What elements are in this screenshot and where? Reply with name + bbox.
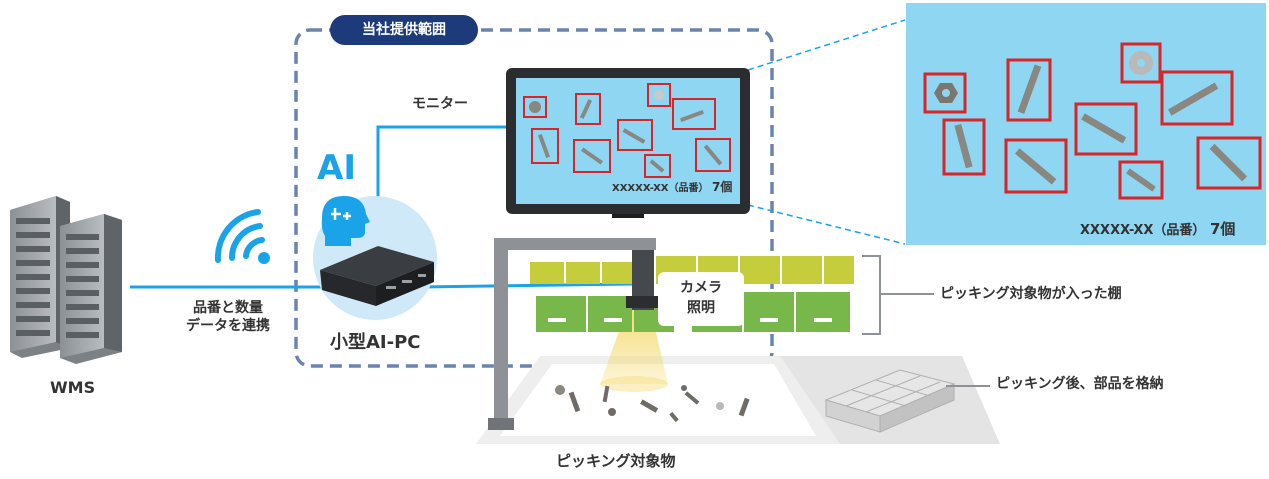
camera-light-label: カメラ 照明 [658,272,744,326]
picking-objects-label: ピッキング対象物 [556,452,676,470]
monitor-caption-count: 7個 [711,180,733,194]
mini-pc-icon [320,246,434,306]
after-picking-label: ピッキング後、部品を格納 [996,376,1164,392]
zoom-caption-count: 7個 [1209,220,1236,238]
data-link-label: 品番と数量 データを連携 [164,300,292,335]
data-link-label-line2: データを連携 [186,317,270,334]
camera-label: カメラ [680,280,722,296]
wifi-signal-icon [214,209,270,264]
zoom-caption-code: XXXXX-XX（品番） [1080,223,1206,238]
shelf-label: ピッキング対象物が入った棚 [940,286,1122,302]
monitor-caption: XXXXX-XX（品番） 7個 [612,180,732,196]
nut-icon [555,385,565,395]
screw-icon [568,385,750,423]
ai-label: AI [317,148,356,188]
data-link-label-line1: 品番と数量 [193,300,263,316]
parts-tray-icon [824,369,956,433]
zoom-caption: XXXXX-XX（品番） 7個 [1080,220,1235,239]
camera-icon [626,250,660,310]
mini-pc-label: 小型AI-PC [330,332,421,353]
camera-stand [488,238,656,430]
scope-badge: 当社提供範囲 [330,15,478,45]
light-label: 照明 [687,300,715,316]
screw-icon [529,90,723,173]
monitor-caption-code: XXXXX-XX（品番） [612,183,709,194]
washer-icon [716,402,724,410]
monitor-label: モニター [412,96,468,112]
wms-label: WMS [50,378,96,397]
monitor-screen [506,68,750,218]
ai-brain-head-icon [321,196,370,246]
server-rack-icon [10,196,122,364]
zoom-screen [906,3,1266,245]
